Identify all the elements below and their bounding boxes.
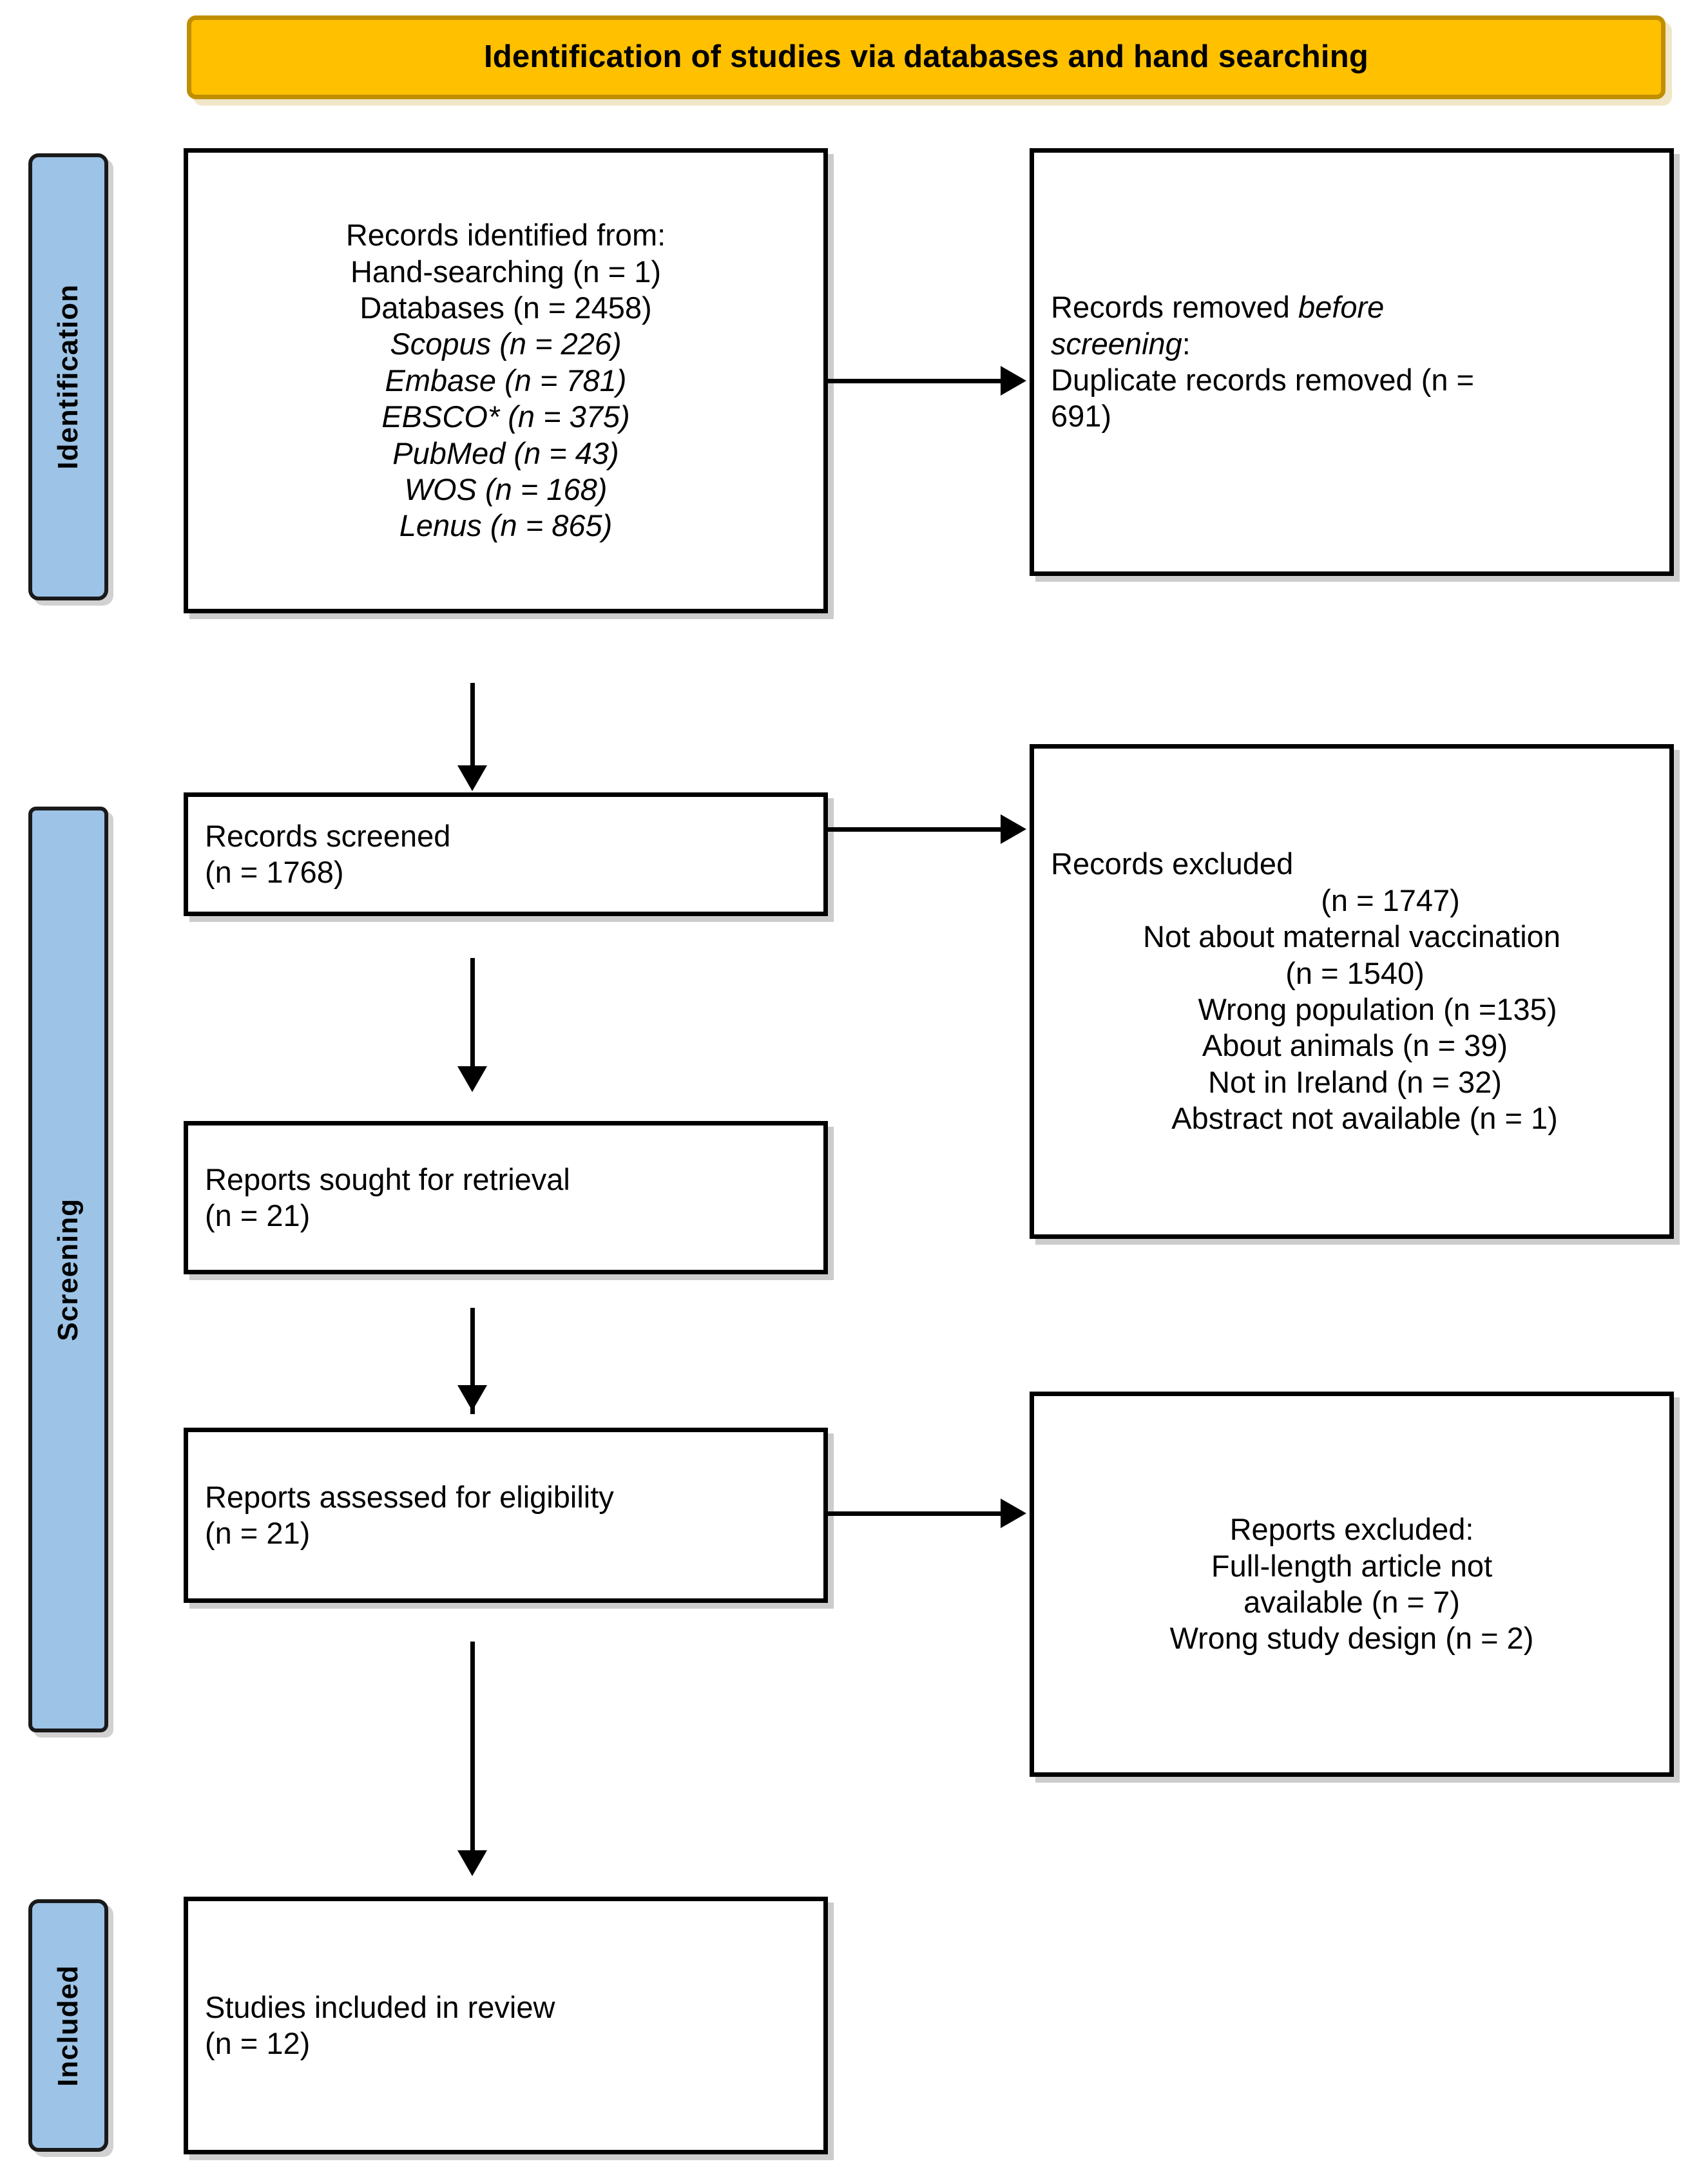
box-reports-sought: Reports sought for retrieval (n = 21): [184, 1121, 828, 1274]
studies-included-label: Studies included in review: [205, 1989, 555, 2024]
records-identified-source-lenus: Lenus (n = 865): [399, 508, 613, 543]
records-removed-line-1: Records removed before: [1051, 289, 1653, 325]
banner-title: Identification of studies via databases …: [483, 39, 1369, 75]
stage-label-screening-text: Screening: [52, 1198, 84, 1341]
reports-excluded-line-3: Wrong study design (n = 2): [1169, 1621, 1534, 1656]
arrow-head-icon: [457, 1066, 487, 1092]
records-identified-source-scopus: Scopus (n = 226): [390, 327, 622, 361]
box-records-excluded: Records excluded (n = 1747) Not about ma…: [1030, 744, 1674, 1239]
records-identified-line-2: Databases (n = 2458): [360, 291, 652, 325]
arrow-head-icon: [457, 1385, 487, 1411]
stage-label-included: Included: [28, 1899, 108, 2152]
reports-sought-label: Reports sought for retrieval: [205, 1162, 570, 1196]
records-excluded-line-4: Wrong population (n =135): [1198, 992, 1557, 1026]
box-studies-included: Studies included in review (n = 12): [184, 1897, 828, 2154]
identification-banner: Identification of studies via databases …: [187, 15, 1665, 99]
records-removed-italic-before: before: [1298, 290, 1385, 325]
records-excluded-line-2: Not about maternal vaccination: [1143, 919, 1560, 954]
arrow-line: [470, 958, 475, 1071]
reports-assessed-count: (n = 21): [205, 1516, 311, 1550]
arrow-line: [828, 827, 1002, 832]
box-records-screened: Records screened (n = 1768): [184, 792, 828, 916]
arrow-line: [828, 1511, 1002, 1516]
records-identified-line-1: Hand-searching (n = 1): [350, 254, 661, 289]
records-removed-line-3: Duplicate records removed (n =: [1051, 363, 1474, 397]
stage-label-included-text: Included: [52, 1964, 84, 2087]
records-excluded-line-5: About animals (n = 39): [1202, 1028, 1508, 1063]
records-removed-line-4: 691): [1051, 399, 1112, 434]
arrow-line: [828, 379, 1002, 383]
studies-included-count: (n = 12): [205, 2026, 311, 2060]
records-identified-source-embase: Embase (n = 781): [385, 363, 627, 398]
reports-excluded-line-2: available (n = 7): [1243, 1585, 1460, 1619]
stage-label-identification-text: Identification: [52, 284, 84, 470]
arrow-head-icon: [1001, 1499, 1026, 1528]
records-excluded-line-7: Abstract not available (n = 1): [1171, 1101, 1558, 1136]
stage-label-screening: Screening: [28, 807, 108, 1732]
arrow-head-icon: [1001, 814, 1026, 844]
reports-excluded-line-0: Reports excluded:: [1229, 1512, 1474, 1547]
records-identified-source-wos: WOS (n = 168): [404, 472, 608, 506]
records-excluded-line-1: (n = 1747): [1321, 883, 1460, 917]
arrow-line: [470, 1308, 475, 1414]
arrow-head-icon: [1001, 366, 1026, 396]
records-excluded-line-3: (n = 1540): [1285, 955, 1425, 990]
reports-sought-count: (n = 21): [205, 1198, 311, 1232]
stage-label-identification: Identification: [28, 153, 108, 600]
reports-assessed-label: Reports assessed for eligibility: [205, 1479, 614, 1514]
records-removed-plain-1: Records removed: [1051, 290, 1298, 325]
records-removed-colon: :: [1182, 326, 1191, 361]
records-identified-source-pubmed: PubMed (n = 43): [392, 436, 619, 470]
records-removed-line-2: screening:: [1051, 326, 1653, 362]
arrow-head-icon: [457, 765, 487, 791]
arrow-line: [470, 1642, 475, 1861]
records-screened-label: Records screened: [205, 818, 451, 853]
box-reports-assessed: Reports assessed for eligibility (n = 21…: [184, 1428, 828, 1603]
box-records-identified: Records identified from: Hand-searching …: [184, 148, 828, 613]
box-records-removed: Records removed before screening: Duplic…: [1030, 148, 1674, 576]
records-screened-count: (n = 1768): [205, 855, 344, 889]
arrow-head-icon: [457, 1850, 487, 1876]
records-identified-line-0: Records identified from:: [345, 218, 666, 253]
reports-excluded-line-1: Full-length article not: [1211, 1548, 1493, 1583]
box-reports-excluded: Reports excluded: Full-length article no…: [1030, 1392, 1674, 1777]
arrow-line: [470, 683, 475, 770]
records-removed-italic-screening: screening: [1051, 326, 1182, 361]
records-identified-source-ebsco: EBSCO* (n = 375): [381, 399, 630, 434]
records-excluded-line-0: Records excluded: [1051, 847, 1294, 881]
records-excluded-line-6: Not in Ireland (n = 32): [1208, 1064, 1502, 1099]
